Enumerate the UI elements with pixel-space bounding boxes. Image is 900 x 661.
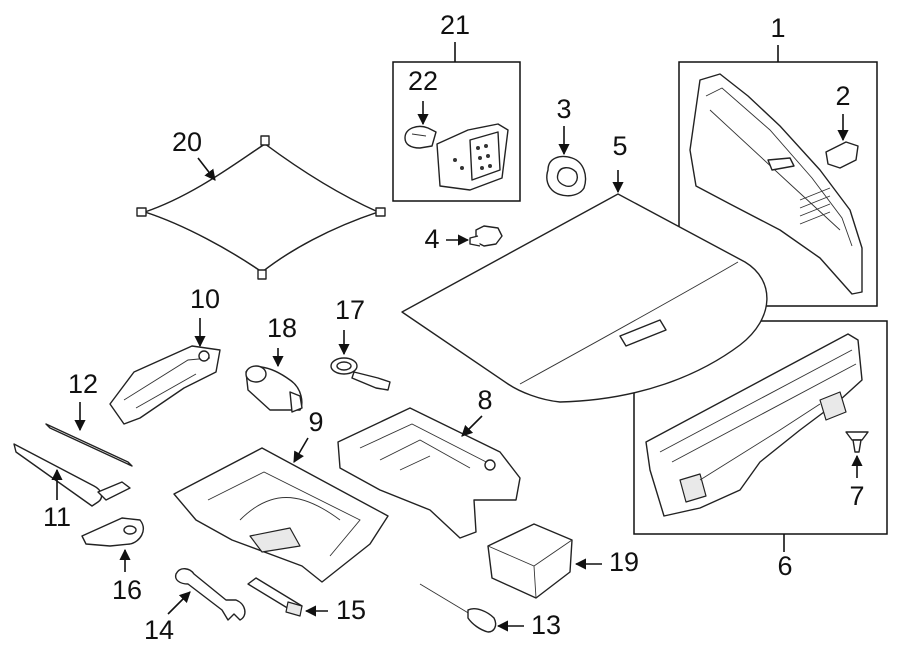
- foam-insert-part-9: [173, 447, 389, 583]
- storage-tray-part-8: [337, 407, 521, 539]
- callout-10: 10: [190, 284, 220, 314]
- callout-19: 19: [609, 547, 639, 577]
- group-box-21: [392, 61, 521, 202]
- leader-20: [197, 157, 216, 181]
- cargo-net: [136, 135, 386, 280]
- leader-9: [293, 437, 309, 463]
- callout-6: 6: [777, 551, 792, 581]
- screw-part-4: [469, 225, 503, 247]
- tool-part-15: [247, 577, 303, 617]
- lamp-housing-part-21: [436, 123, 509, 191]
- callout-22: 22: [408, 66, 438, 96]
- load-floor-part-5: [401, 193, 768, 403]
- callout-8: 8: [477, 385, 492, 415]
- callout-15: 15: [336, 595, 366, 625]
- callout-2: 2: [835, 81, 850, 111]
- wrench-part-14: [174, 568, 246, 621]
- callout-14: 14: [144, 615, 174, 645]
- callout-3: 3: [556, 94, 571, 124]
- callout-5: 5: [612, 131, 627, 161]
- case-part-19: [487, 523, 573, 599]
- callout-20: 20: [172, 127, 202, 157]
- callout-16: 16: [112, 575, 142, 605]
- lashing-eye-part-3: [546, 155, 587, 197]
- callout-18: 18: [267, 313, 297, 343]
- jack-part-10: [109, 345, 221, 425]
- callout-17: 17: [335, 295, 365, 325]
- callout-7: 7: [849, 481, 864, 511]
- cylinder-part-18: [245, 365, 303, 413]
- push-clip-part-7: [845, 431, 869, 453]
- side-trim-part-1: [689, 73, 863, 295]
- tow-eye-part-17: [330, 357, 391, 391]
- callout-13: 13: [531, 610, 561, 640]
- leader-8: [461, 415, 483, 437]
- screwdriver-part-13: [419, 583, 497, 633]
- callout-1: 1: [770, 13, 785, 43]
- bulb-part-22: [404, 125, 437, 149]
- leader-14: [167, 591, 191, 615]
- callout-11: 11: [43, 502, 71, 532]
- sill-trim-part-6: [645, 333, 863, 517]
- callout-9: 9: [308, 407, 323, 437]
- callout-12: 12: [68, 369, 98, 399]
- handle-part-11: [13, 443, 131, 507]
- bracket-part-16: [81, 517, 144, 547]
- callout-21: 21: [440, 10, 470, 40]
- rod-part-12: [45, 423, 133, 467]
- clip-part-2: [825, 141, 859, 169]
- callout-4: 4: [424, 224, 439, 254]
